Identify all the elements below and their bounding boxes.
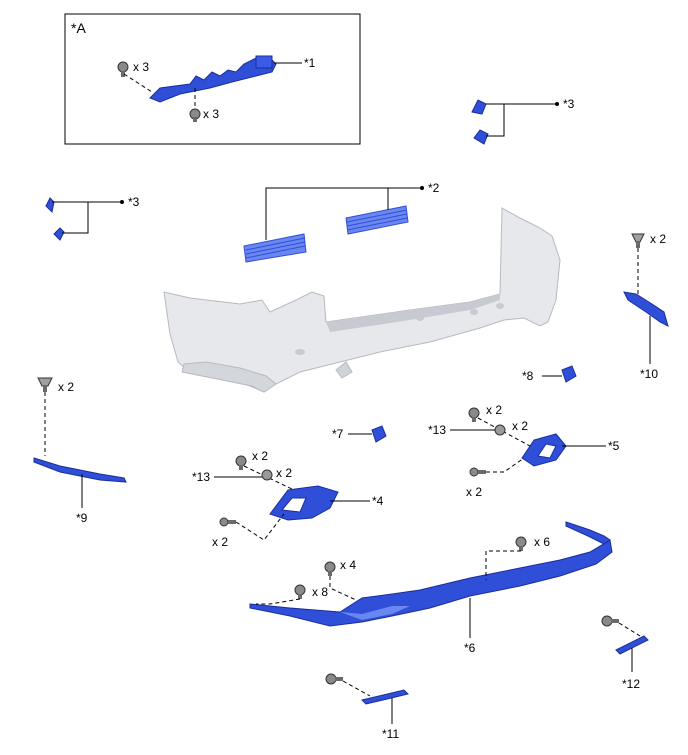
clip-icon: [515, 536, 527, 551]
part-9-strip: [33, 457, 127, 483]
clip-icon: [324, 561, 336, 576]
qty-r-nut: x 2: [486, 403, 502, 417]
callout-6: *6: [464, 641, 476, 655]
qty-l-nut: x 2: [252, 449, 268, 463]
part-10-bracket: [623, 291, 669, 327]
qty-r-clip: x 2: [512, 419, 528, 433]
callout-11: *11: [382, 727, 399, 741]
clip-icon: [261, 469, 273, 481]
part-4-cover: [269, 485, 339, 521]
screw-icon: [601, 615, 619, 627]
part-3-left-upper: [45, 197, 55, 214]
qty-10: x 2: [650, 232, 666, 246]
callout-13-left: *13: [192, 470, 210, 484]
part-3-left-lower: [53, 227, 65, 241]
rear-bumper-cover: [163, 207, 561, 393]
qty-9: x 2: [58, 380, 74, 394]
callout-12: *12: [622, 677, 640, 691]
clip-icon: [117, 61, 129, 77]
part-2-grille-right: [345, 205, 409, 235]
clip-icon: [294, 584, 306, 599]
part-5-cover: [521, 433, 567, 467]
screw-icon: [325, 673, 343, 685]
screw-icon: [469, 467, 486, 477]
qty-l-screw: x 2: [212, 535, 228, 549]
inset-frame: [64, 13, 361, 145]
callout-9: *9: [76, 511, 88, 525]
part-8: [561, 365, 577, 383]
callout-8: *8: [522, 369, 534, 383]
qty-s-x4: x 4: [340, 558, 356, 572]
callout-1: *1: [304, 56, 316, 70]
callout-4: *4: [372, 494, 384, 508]
callout-7: *7: [332, 427, 344, 441]
part-12-strip: [615, 635, 649, 655]
part-2-grille-left: [243, 233, 307, 263]
callout-2: *2: [428, 181, 440, 195]
part-6-spoiler: [249, 521, 613, 627]
callout-3-left: *3: [128, 195, 140, 209]
part-11-strip: [361, 689, 409, 705]
qty-a-top: x 3: [133, 60, 149, 74]
part-3-upper: [471, 99, 487, 115]
inset-label: *A: [71, 20, 86, 36]
clip-icon: [37, 377, 53, 392]
clip-icon: [631, 233, 645, 248]
qty-s-x8: x 8: [312, 585, 328, 599]
clip-icon: [189, 108, 201, 122]
callout-3-right: *3: [563, 97, 575, 111]
callout-10: *10: [640, 367, 658, 381]
nut-icon: [468, 407, 480, 422]
part-3-lower: [473, 129, 489, 145]
qty-r-screw: x 2: [466, 485, 482, 499]
callout-13-right: *13: [428, 423, 446, 437]
callout-5: *5: [608, 439, 620, 453]
nut-icon: [235, 455, 247, 470]
qty-s-x6: x 6: [534, 535, 550, 549]
qty-l-clip: x 2: [276, 466, 292, 480]
screw-icon: [219, 517, 236, 527]
part-7: [371, 425, 387, 443]
clip-icon: [494, 424, 506, 436]
qty-a-bottom: x 3: [203, 107, 219, 121]
bracket-part-1: [149, 55, 277, 103]
